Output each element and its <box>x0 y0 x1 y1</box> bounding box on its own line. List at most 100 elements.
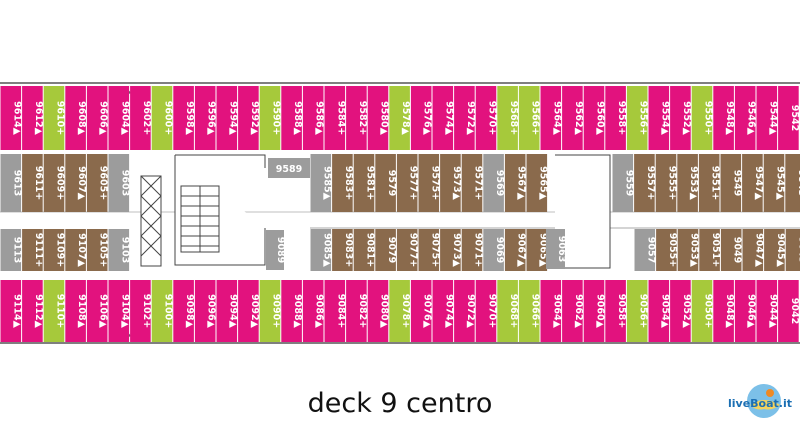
cabin-9054[interactable]: 9054▲ <box>648 280 671 342</box>
cabin-9550[interactable]: 9550+ <box>691 86 714 150</box>
cabin-9104[interactable]: 9104▲ <box>108 280 131 342</box>
cabin-9552[interactable]: 9552▲ <box>670 86 692 150</box>
cabin-9060[interactable]: 9060▲ <box>583 280 606 342</box>
cabin-9594[interactable]: 9594▲ <box>216 86 239 150</box>
cabin-9058[interactable]: 9058+ <box>605 280 627 342</box>
cabin-9045[interactable]: 9045▲ <box>764 229 786 271</box>
cabin-9106[interactable]: 9106▲ <box>86 280 109 342</box>
cabin-9600[interactable]: 9600+ <box>151 86 174 150</box>
cabin-9574[interactable]: 9574▲ <box>432 86 455 150</box>
cabin-9096[interactable]: 9096▲ <box>194 280 217 342</box>
cabin-9052[interactable]: 9052▲ <box>670 280 692 342</box>
cabin-9073[interactable]: 9073▲ <box>440 229 462 271</box>
cabin-9114[interactable]: 9114▲ <box>0 280 23 342</box>
cabin-9607[interactable]: 9607▲ <box>65 154 87 212</box>
cabin-9604[interactable]: 9604▲ <box>108 86 131 150</box>
cabin-9102[interactable]: 9102+ <box>130 280 152 342</box>
cabin-9577[interactable]: 9577+ <box>396 154 419 212</box>
cabin-9075[interactable]: 9075+ <box>418 229 441 271</box>
cabin-9067[interactable]: 9067▲ <box>504 229 527 271</box>
cabin-9053[interactable]: 9053▲ <box>677 229 700 271</box>
cabin-9092[interactable]: 9092▲ <box>238 280 260 342</box>
cabin-9048[interactable]: 9048▲ <box>713 280 735 342</box>
cabin-9082[interactable]: 9082+ <box>346 280 368 342</box>
cabin-9579[interactable]: 9579 <box>375 154 397 212</box>
cabin-9105[interactable]: 9105+ <box>86 229 109 271</box>
cabin-9103[interactable]: 9103 <box>108 229 131 271</box>
cabin-9065[interactable]: 9065▲ <box>526 229 549 271</box>
cabin-9606[interactable]: 9606▲ <box>86 86 109 150</box>
cabin-9079[interactable]: 9079 <box>375 229 397 271</box>
cabin-9107[interactable]: 9107▲ <box>65 229 87 271</box>
cabin-9064[interactable]: 9064▲ <box>540 280 563 342</box>
cabin-9578[interactable]: 9578▲ <box>389 86 411 150</box>
cabin-9072[interactable]: 9072▲ <box>454 280 476 342</box>
cabin-9572[interactable]: 9572▲ <box>454 86 476 150</box>
cabin-9551[interactable]: 9551+ <box>698 154 721 212</box>
cabin-9110[interactable]: 9110+ <box>43 280 66 342</box>
cabin-9605[interactable]: 9605+ <box>86 154 109 212</box>
cabin-9063[interactable]: 9063 <box>546 229 567 269</box>
cabin-9108[interactable]: 9108▲ <box>65 280 87 342</box>
cabin-9071[interactable]: 9071+ <box>461 229 484 271</box>
cabin-9602[interactable]: 9602+ <box>130 86 152 150</box>
cabin-9614[interactable]: 9614▲ <box>0 86 23 150</box>
cabin-9042[interactable]: 9042 <box>778 280 800 342</box>
cabin-9580[interactable]: 9580▲ <box>367 86 390 150</box>
cabin-9086[interactable]: 9086▲ <box>302 280 325 342</box>
cabin-9055[interactable]: 9055+ <box>656 229 678 271</box>
cabin-9062[interactable]: 9062▲ <box>562 280 584 342</box>
cabin-9570[interactable]: 9570+ <box>475 86 498 150</box>
cabin-9542[interactable]: 9542 <box>778 86 800 150</box>
cabin-9068[interactable]: 9068+ <box>497 280 519 342</box>
cabin-9046[interactable]: 9046▲ <box>734 280 757 342</box>
cabin-9571[interactable]: 9571+ <box>461 154 484 212</box>
cabin-9066[interactable]: 9066+ <box>518 280 541 342</box>
cabin-9051[interactable]: 9051+ <box>699 229 721 271</box>
cabin-9598[interactable]: 9598▲ <box>173 86 195 150</box>
cabin-9546[interactable]: 9546▲ <box>734 86 757 150</box>
cabin-9050[interactable]: 9050+ <box>691 280 714 342</box>
cabin-9569[interactable]: 9569 <box>483 154 505 212</box>
cabin-9559[interactable]: 9559 <box>612 154 635 212</box>
cabin-9088[interactable]: 9088▲ <box>281 280 303 342</box>
cabin-9069[interactable]: 9069 <box>483 229 505 271</box>
cabin-9610[interactable]: 9610+ <box>43 86 66 150</box>
cabin-9608[interactable]: 9608▲ <box>65 86 87 150</box>
cabin-9586[interactable]: 9586▲ <box>302 86 325 150</box>
cabin-9049[interactable]: 9049 <box>720 229 743 271</box>
cabin-9590[interactable]: 9590+ <box>259 86 282 150</box>
cabin-9094[interactable]: 9094▲ <box>216 280 239 342</box>
cabin-9057[interactable]: 9057 <box>634 229 657 271</box>
cabin-9084[interactable]: 9084+ <box>324 280 347 342</box>
cabin-9564[interactable]: 9564▲ <box>540 86 563 150</box>
cabin-9566[interactable]: 9566+ <box>518 86 541 150</box>
cabin-9074[interactable]: 9074▲ <box>432 280 455 342</box>
cabin-9558[interactable]: 9558+ <box>605 86 627 150</box>
cabin-9589[interactable]: 9589 <box>268 158 310 178</box>
cabin-9044[interactable]: 9044▲ <box>756 280 779 342</box>
cabin-9047[interactable]: 9047▲ <box>742 229 765 271</box>
cabin-9554[interactable]: 9554▲ <box>648 86 671 150</box>
cabin-9544[interactable]: 9544▲ <box>756 86 779 150</box>
cabin-9076[interactable]: 9076▲ <box>410 280 433 342</box>
cabin-9085[interactable]: 9085▲ <box>310 229 333 271</box>
cabin-9553[interactable]: 9553▲ <box>677 154 699 212</box>
cabin-9555[interactable]: 9555+ <box>655 154 678 212</box>
cabin-9080[interactable]: 9080▲ <box>367 280 390 342</box>
cabin-9581[interactable]: 9581+ <box>353 154 376 212</box>
cabin-9098[interactable]: 9098▲ <box>173 280 195 342</box>
cabin-9573[interactable]: 9573▲ <box>440 154 462 212</box>
cabin-9611[interactable]: 9611+ <box>22 154 44 212</box>
cabin-9565[interactable]: 9565▲ <box>526 154 549 212</box>
cabin-9609[interactable]: 9609+ <box>43 154 66 212</box>
cabin-9111[interactable]: 9111+ <box>22 229 44 271</box>
cabin-9596[interactable]: 9596▲ <box>194 86 217 150</box>
cabin-9089[interactable]: 9089 <box>266 230 286 270</box>
cabin-9112[interactable]: 9112▲ <box>22 280 44 342</box>
cabin-9043[interactable]: 9043 <box>785 229 800 271</box>
cabin-9109[interactable]: 9109+ <box>43 229 66 271</box>
cabin-9556[interactable]: 9556+ <box>626 86 649 150</box>
cabin-9603[interactable]: 9603 <box>108 154 131 212</box>
cabin-9543[interactable]: 9543 <box>785 154 800 212</box>
